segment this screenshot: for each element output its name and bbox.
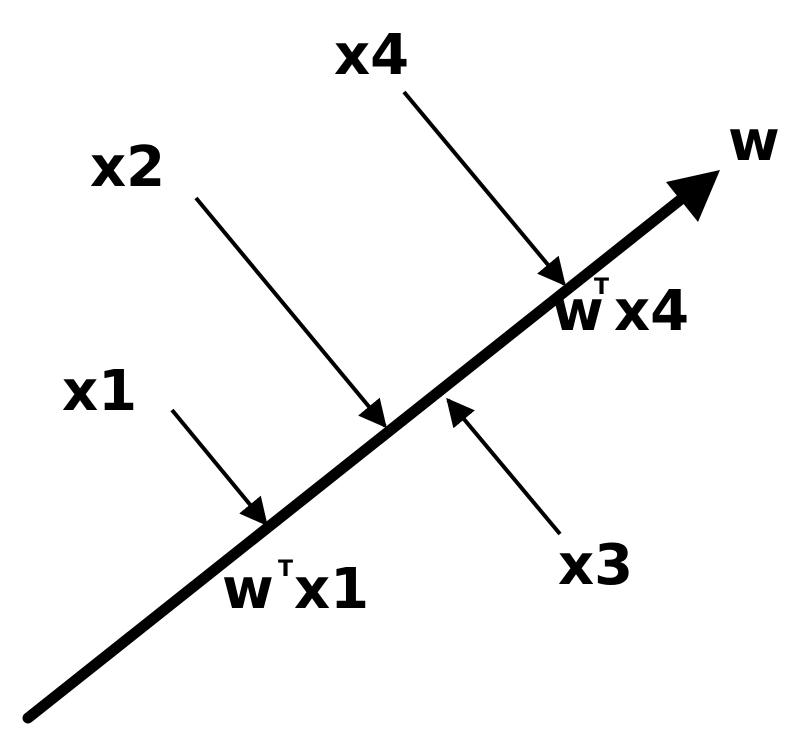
svg-text:x1: x1 <box>294 557 369 622</box>
x2-projection-arrow <box>194 196 387 429</box>
w-axis-arrowhead <box>666 170 720 222</box>
x4-label: x4 <box>334 23 409 88</box>
svg-text:x4: x4 <box>614 279 689 344</box>
x3-label: x3 <box>558 533 633 598</box>
x2-label: x2 <box>90 135 165 200</box>
projection-label-x4: w T x4 <box>552 275 689 344</box>
w-axis-label: w <box>728 109 780 174</box>
x1-label: x1 <box>62 359 137 424</box>
svg-text:T: T <box>594 275 609 300</box>
projection-label-x1: w T x1 <box>222 557 369 622</box>
svg-text:T: T <box>278 557 293 582</box>
x3-projection-arrow <box>446 397 562 536</box>
x1-projection-arrow <box>170 408 268 527</box>
svg-text:w: w <box>552 279 604 344</box>
svg-text:w: w <box>222 557 274 622</box>
w-axis-line <box>22 194 686 724</box>
x4-projection-arrow <box>402 90 566 287</box>
